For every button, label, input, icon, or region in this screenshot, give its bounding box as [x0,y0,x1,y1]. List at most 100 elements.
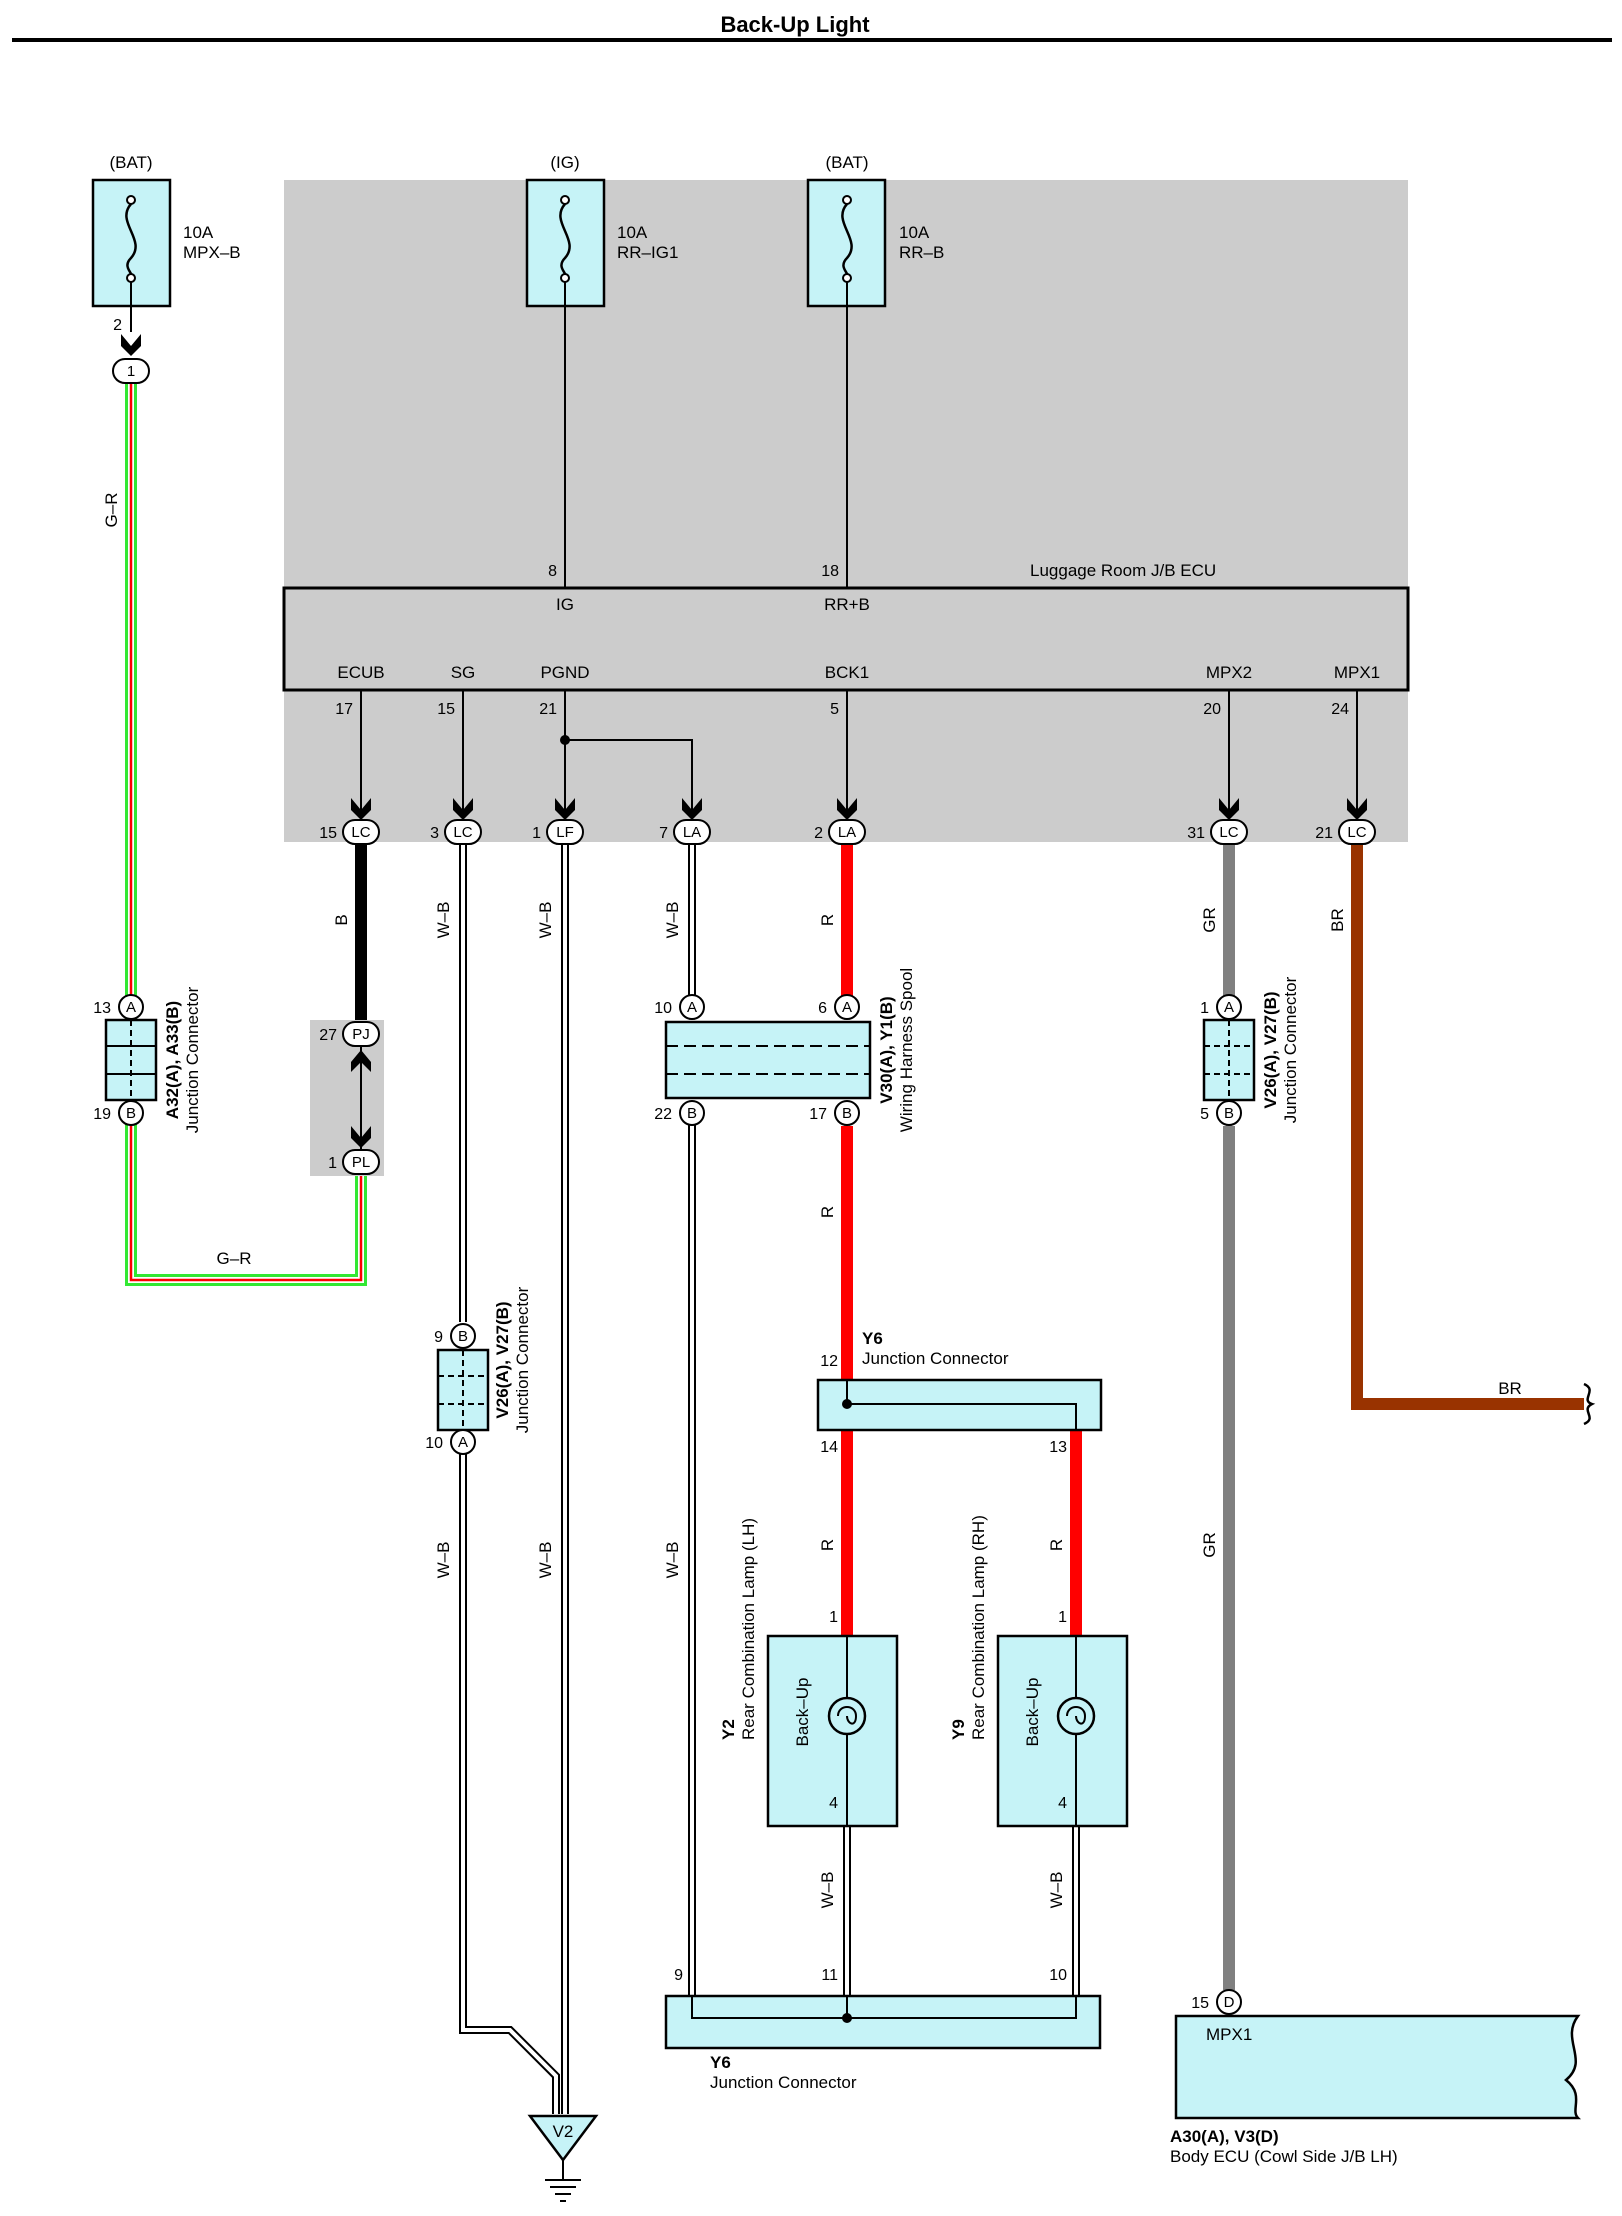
fuse-name: RR–IG1 [617,243,678,262]
svg-text:Back–Up: Back–Up [793,1678,812,1747]
fuse-name: RR–B [899,243,944,262]
svg-text:Y6: Y6 [862,1329,883,1348]
ground-icon [527,2114,599,2163]
fuse-source: (BAT) [109,153,152,172]
svg-text:Y2: Y2 [719,1719,738,1740]
wire-g-r [125,382,367,1286]
ecu-terminal-ig: IG [556,595,574,614]
svg-text:1: 1 [1058,1609,1067,1626]
fuse-icon [841,203,853,275]
junction-connector-y6-bottom: 9 11 10 Y6 Junction Connector [664,1967,1102,2092]
svg-text:MPX1: MPX1 [1206,2025,1252,2044]
ecu-terminal-rrb: RR+B [824,595,870,614]
svg-text:B: B [1224,1105,1234,1122]
svg-text:A30(A), V3(D): A30(A), V3(D) [1170,2127,1279,2146]
junction-connector-v26-right: A 1 B 5 V26(A), V27(B) Junction Connecto… [1200,976,1300,1126]
svg-text:7: 7 [659,825,668,842]
svg-text:4: 4 [1058,1795,1067,1812]
svg-text:LC: LC [1347,824,1366,841]
svg-text:Junction Connector: Junction Connector [710,2073,857,2092]
svg-text:14: 14 [820,1439,838,1456]
wire-w-b-sg [459,842,560,2114]
svg-text:24: 24 [1331,701,1349,718]
svg-text:5: 5 [1200,1106,1209,1123]
svg-text:A: A [126,999,136,1016]
svg-text:10: 10 [425,1435,443,1452]
svg-text:D: D [1224,1994,1235,2011]
rear-combination-lamp-lh: 1 Back–Up 4 Y2 Rear Combination Lamp (LH… [719,1518,899,1828]
svg-text:V26(A), V27(B): V26(A), V27(B) [493,1301,512,1418]
svg-text:2: 2 [814,825,823,842]
fuse-source: (BAT) [825,153,868,172]
svg-text:13: 13 [93,1000,111,1017]
fuse-icon [559,203,571,275]
wire-label-r: R [818,1206,837,1218]
svg-text:17: 17 [809,1106,827,1123]
wire-label-g-r: G–R [102,493,121,528]
svg-text:10: 10 [654,1000,672,1017]
ecu-terminal-ecub: ECUB [337,663,384,682]
ecu-terminal-bck1: BCK1 [825,663,869,682]
svg-text:Junction Connector: Junction Connector [862,1349,1009,1368]
svg-text:1: 1 [127,363,135,380]
diagram-title: Back-Up Light [720,12,870,37]
wire-label-w-b: W–B [818,1872,837,1909]
fuse-mpx-b: (BAT) 10A MPX–B [91,153,241,308]
svg-text:LC: LC [453,824,472,841]
svg-text:LA: LA [683,824,701,841]
svg-text:Body ECU (Cowl Side J/B LH): Body ECU (Cowl Side J/B LH) [1170,2147,1398,2166]
svg-text:Rear Combination Lamp (LH): Rear Combination Lamp (LH) [739,1518,758,1740]
svg-text:12: 12 [820,1353,838,1370]
svg-text:Back–Up: Back–Up [1023,1678,1042,1747]
arrow-up-icon [351,1050,371,1072]
svg-text:6: 6 [818,1000,827,1017]
rear-combination-lamp-rh: 1 Back–Up 4 Y9 Rear Combination Lamp (RH… [949,1515,1129,1828]
fuse-icon [125,203,137,275]
svg-text:21: 21 [1315,825,1333,842]
wire-label-gr: GR [1200,907,1219,933]
body-ecu: D 15 MPX1 A30(A), V3(D) Body ECU (Cowl S… [1170,1989,1582,2166]
wire-label-gr: GR [1200,1532,1219,1558]
svg-text:B: B [842,1105,852,1122]
ecu-terminal-pgnd: PGND [540,663,589,682]
svg-text:PJ: PJ [352,1026,370,1043]
svg-text:Y9: Y9 [949,1719,968,1740]
fuse-name: MPX–B [183,243,241,262]
svg-text:LC: LC [1219,824,1238,841]
wire-label-w-b: W–B [536,902,555,939]
fuse-rating: 10A [899,223,930,242]
wire-label-br: BR [1328,908,1347,932]
svg-text:A: A [687,999,697,1016]
wire-label-b: B [332,914,351,925]
svg-text:5: 5 [830,701,839,718]
svg-text:19: 19 [93,1106,111,1123]
wire-label-w-b: W–B [1047,1872,1066,1909]
svg-text:27: 27 [319,1027,337,1044]
ecu-terminal-mpx1: MPX1 [1334,663,1380,682]
luggage-room-jb-ecu: Luggage Room J/B ECU IG RR+B ECUB SG PGN… [282,561,1410,692]
svg-text:PL: PL [352,1154,370,1171]
wire-label-w-b: W–B [434,902,453,939]
svg-text:A: A [1224,999,1234,1016]
wire-label-br: BR [1498,1379,1522,1398]
fuse-rating: 10A [183,223,214,242]
svg-text:B: B [687,1105,697,1122]
wire-r [841,842,1082,1636]
ecu-terminal-sg: SG [451,663,476,682]
arrow-down-icon [351,1126,371,1148]
svg-text:Junction Connector: Junction Connector [1281,976,1300,1123]
ground-v2: V2 [527,2114,599,2202]
svg-text:V2: V2 [553,2122,574,2141]
svg-text:10: 10 [1049,1967,1067,1984]
svg-text:31: 31 [1187,825,1205,842]
svg-text:15: 15 [1191,1995,1209,2012]
pj-pl-connectors: PJ 27 PL 1 [319,1021,380,1175]
svg-text:1: 1 [328,1155,337,1172]
fuse-rating: 10A [617,223,648,242]
ecu-bottom-connectors: LC 15 LC 3 LF 1 LA 7 LA 2 LC 31 LC 21 [319,798,1376,845]
svg-text:Junction Connector: Junction Connector [183,986,202,1133]
svg-text:A: A [458,1434,468,1451]
junction-connector-y6-top: Y6 Junction Connector 12 14 13 [816,1329,1103,1456]
svg-text:A: A [842,999,852,1016]
